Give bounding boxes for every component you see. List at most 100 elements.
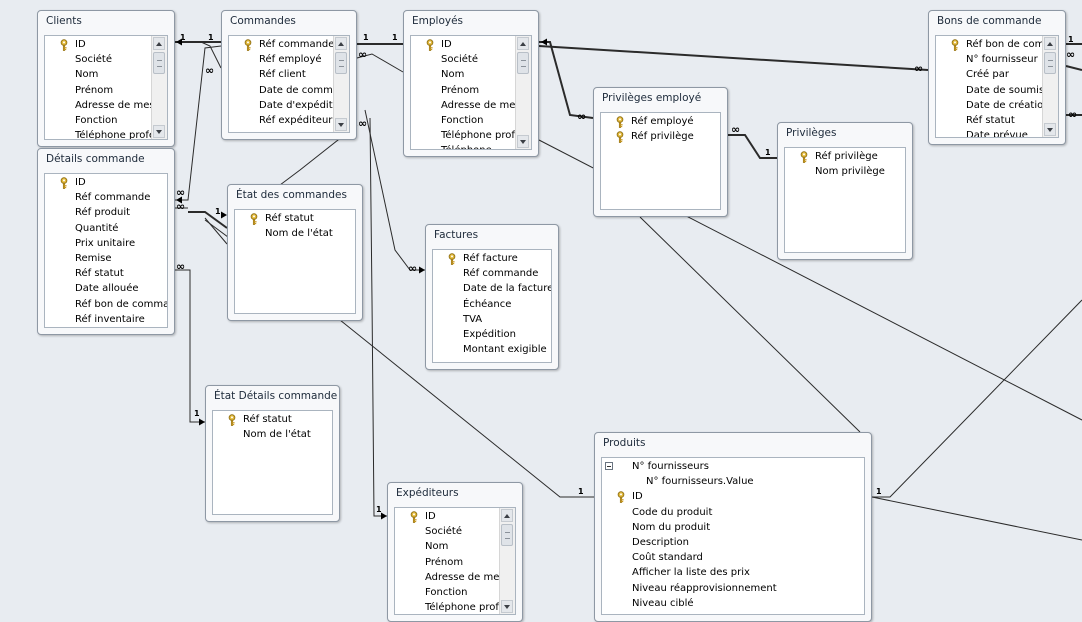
scroll-down-icon[interactable] bbox=[153, 125, 165, 138]
primary-key-field[interactable]: ID bbox=[411, 37, 516, 52]
field-item[interactable]: Date de soumission bbox=[936, 83, 1043, 98]
primary-key-field[interactable]: Réf privilège bbox=[785, 149, 905, 164]
field-item[interactable]: Prénom bbox=[411, 83, 516, 98]
field-item[interactable]: Fonction bbox=[45, 113, 152, 128]
table-title[interactable]: Commandes bbox=[230, 15, 296, 27]
field-item[interactable]: Nom de l'état bbox=[235, 226, 355, 241]
field-item[interactable]: Téléphone professionnel bbox=[411, 128, 516, 143]
table-title[interactable]: État Détails commande bbox=[214, 390, 338, 402]
field-item[interactable]: Réf employé bbox=[229, 52, 334, 67]
field-item[interactable]: Date de création bbox=[936, 98, 1043, 113]
field-item[interactable]: Prix unitaire bbox=[45, 236, 167, 251]
scroll-up-icon[interactable] bbox=[501, 509, 513, 522]
primary-key-field[interactable]: Réf commande bbox=[229, 37, 334, 52]
table-title[interactable]: Factures bbox=[434, 229, 479, 241]
primary-key-field[interactable]: Réf bon de commande bbox=[936, 37, 1043, 52]
field-item[interactable]: Prénom bbox=[45, 83, 152, 98]
field-item[interactable]: Réf expéditeur bbox=[229, 113, 334, 128]
field-item[interactable]: Nom bbox=[411, 67, 516, 82]
vertical-scrollbar[interactable] bbox=[499, 508, 515, 614]
primary-key-field[interactable]: Réf facture bbox=[433, 251, 551, 266]
scroll-thumb[interactable] bbox=[1044, 52, 1056, 74]
field-item[interactable]: Nom bbox=[45, 67, 152, 82]
table-title[interactable]: Privilèges employé bbox=[602, 92, 702, 104]
scroll-down-icon[interactable] bbox=[1044, 123, 1056, 136]
field-item[interactable]: Société bbox=[395, 524, 500, 539]
field-item[interactable]: TVA bbox=[433, 312, 551, 327]
field-item[interactable]: N° fournisseurs bbox=[602, 459, 864, 474]
table-title[interactable]: Employés bbox=[412, 15, 464, 27]
table-title[interactable]: État des commandes bbox=[236, 189, 347, 201]
field-item[interactable]: Réf commande bbox=[433, 266, 551, 281]
field-item[interactable]: Réf commande bbox=[45, 190, 167, 205]
field-item[interactable]: Date d'expédition bbox=[229, 98, 334, 113]
field-item[interactable]: Société bbox=[411, 52, 516, 67]
scroll-thumb[interactable] bbox=[335, 52, 347, 74]
field-item[interactable]: Société bbox=[45, 52, 152, 67]
field-item[interactable]: Échéance bbox=[433, 297, 551, 312]
field-item[interactable]: Fonction bbox=[395, 585, 500, 600]
field-item[interactable]: Téléphone professionnel bbox=[45, 128, 152, 139]
scroll-down-icon[interactable] bbox=[517, 135, 529, 148]
field-item[interactable]: Réf produit bbox=[45, 205, 167, 220]
primary-key-field[interactable]: ID bbox=[45, 37, 152, 52]
scroll-up-icon[interactable] bbox=[1044, 37, 1056, 50]
field-item[interactable]: Adresse de messagerie bbox=[395, 570, 500, 585]
primary-key-field[interactable]: Réf statut bbox=[235, 211, 355, 226]
field-item[interactable]: Nom du produit bbox=[602, 520, 864, 535]
field-item[interactable]: Description bbox=[602, 535, 864, 550]
primary-key-field[interactable]: ID bbox=[45, 175, 167, 190]
field-item[interactable]: N° fournisseur bbox=[936, 52, 1043, 67]
scroll-up-icon[interactable] bbox=[517, 37, 529, 50]
field-item[interactable]: Téléphone professionnel bbox=[395, 600, 500, 614]
field-item[interactable]: Réf bon de commande bbox=[45, 297, 167, 312]
field-item[interactable]: Téléphone bbox=[411, 143, 516, 149]
table-title[interactable]: Détails commande bbox=[46, 153, 145, 165]
scroll-thumb[interactable] bbox=[517, 52, 529, 74]
table-title[interactable]: Privilèges bbox=[786, 127, 837, 139]
field-item[interactable]: Nom bbox=[395, 539, 500, 554]
vertical-scrollbar[interactable] bbox=[515, 36, 531, 149]
field-item[interactable]: Réf statut bbox=[45, 266, 167, 281]
field-item[interactable]: Afficher la liste des prix bbox=[602, 565, 864, 580]
field-item[interactable]: Quantité bbox=[45, 221, 167, 236]
field-item[interactable]: Adresse de messagerie bbox=[45, 98, 152, 113]
vertical-scrollbar[interactable] bbox=[1042, 36, 1058, 137]
table-title[interactable]: Bons de commande bbox=[937, 15, 1042, 27]
table-title[interactable]: Expéditeurs bbox=[396, 487, 459, 499]
field-item[interactable]: N° fournisseurs.Value bbox=[602, 474, 864, 489]
field-item[interactable]: Réf inventaire bbox=[45, 312, 167, 327]
table-title[interactable]: Produits bbox=[603, 437, 646, 449]
primary-key-field[interactable]: ID bbox=[602, 489, 864, 504]
scroll-thumb[interactable] bbox=[153, 52, 165, 74]
primary-key-field[interactable]: ID bbox=[395, 509, 500, 524]
vertical-scrollbar[interactable] bbox=[151, 36, 167, 139]
vertical-scrollbar[interactable] bbox=[333, 36, 349, 132]
collapse-toggle-icon[interactable] bbox=[605, 462, 613, 470]
field-item[interactable]: Nom de l'état bbox=[213, 427, 332, 442]
field-item[interactable]: Réf client bbox=[229, 67, 334, 82]
field-item[interactable]: Créé par bbox=[936, 67, 1043, 82]
primary-key-field[interactable]: Réf privilège bbox=[601, 129, 720, 144]
field-item[interactable]: Adresse de messagerie bbox=[411, 98, 516, 113]
